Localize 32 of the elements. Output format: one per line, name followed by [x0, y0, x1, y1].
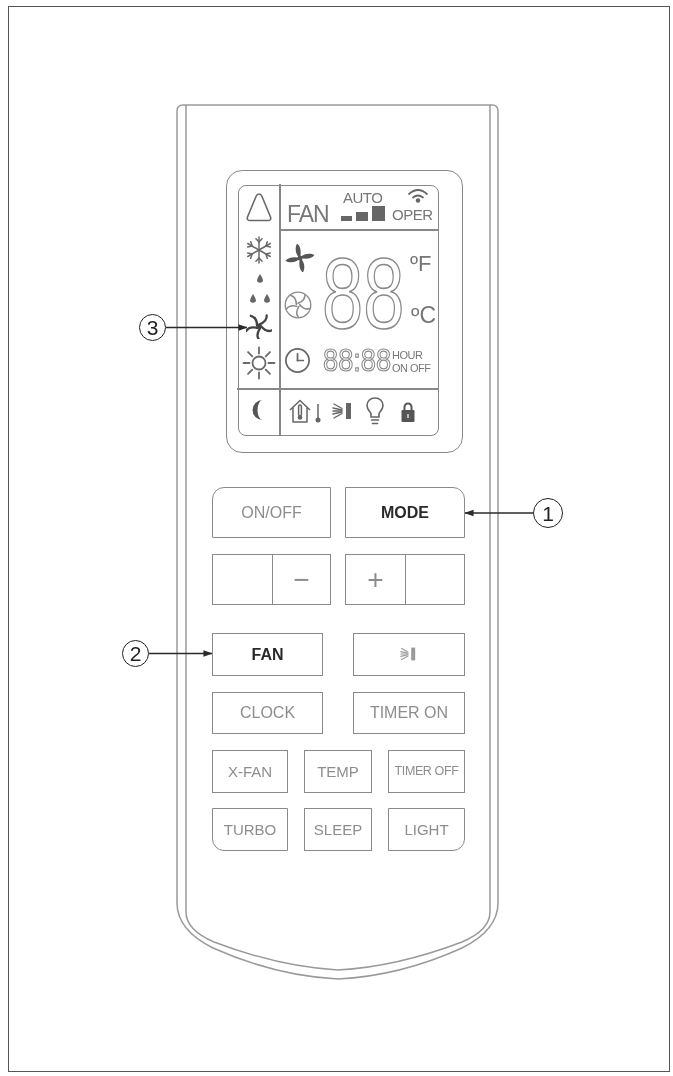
mode-button: MODE	[345, 487, 465, 538]
fahrenheit-unit: ºF	[410, 253, 432, 275]
leader-arrow	[148, 650, 213, 657]
oper-label: OPER	[392, 207, 433, 222]
hour-on-off-label: HOUR ON OFF	[392, 349, 432, 375]
x-fan-button: X-FAN	[212, 750, 288, 793]
celsius-unit: ºC	[411, 304, 436, 327]
blank-button	[406, 554, 465, 605]
leader-arrow	[464, 509, 534, 517]
callout-number: 2	[122, 640, 149, 667]
fan-button: FAN	[212, 633, 323, 676]
timer-off-button: TIMER OFF	[388, 750, 465, 793]
temp-button: TEMP	[304, 750, 372, 793]
turbo-button: TURBO	[212, 808, 288, 851]
plus-button: +	[345, 554, 406, 605]
auto-label: AUTO	[343, 190, 383, 205]
lcd-display	[226, 170, 463, 453]
timer-digits: 88:88	[323, 348, 392, 374]
fan-icon	[246, 314, 272, 339]
timer-on-button: TIMER ON	[353, 692, 465, 734]
temperature-digits: 88	[322, 253, 405, 333]
leader-arrow	[165, 324, 248, 331]
clock-button: CLOCK	[212, 692, 323, 734]
minus-button: −	[273, 554, 331, 605]
sleep-button: SLEEP	[304, 808, 372, 851]
fan-speed-label: FAN	[287, 203, 329, 226]
blank-button	[212, 554, 273, 605]
callout-number: 1	[533, 498, 563, 528]
callout-number: 3	[139, 314, 166, 341]
on-off-button: ON/OFF	[212, 487, 331, 538]
light-button: LIGHT	[388, 808, 465, 851]
swing-button	[353, 633, 465, 676]
